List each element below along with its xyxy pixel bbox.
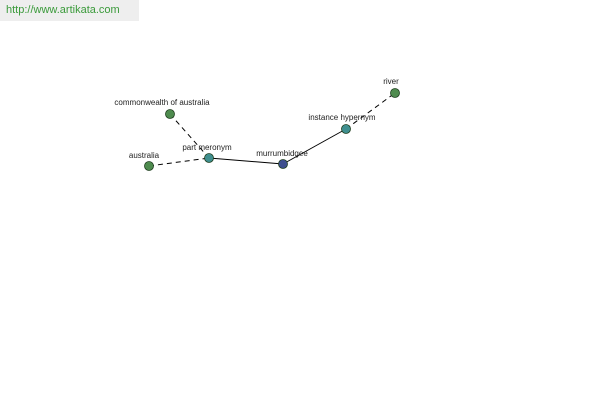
node-instance-hypernym[interactable] xyxy=(341,124,351,134)
node-part-meronym[interactable] xyxy=(204,153,214,163)
node-label-instance-hypernym[interactable]: instance hypernym xyxy=(308,113,375,122)
edges-layer xyxy=(148,92,396,167)
source-url[interactable]: http://www.artikata.com xyxy=(0,0,139,21)
nodes-layer xyxy=(144,88,400,171)
labels-layer: commonwealth of australia australia part m… xyxy=(114,77,399,160)
edge-instance-hypernym-river xyxy=(345,92,396,130)
node-murrumbidgee[interactable] xyxy=(278,159,288,169)
node-commonwealth[interactable] xyxy=(165,109,175,119)
edge-australia-part-meronym xyxy=(148,157,210,167)
edge-murrumbidgee-instance-hypernym xyxy=(282,128,347,165)
edge-commonwealth-part-meronym xyxy=(169,113,210,159)
node-label-australia[interactable]: australia xyxy=(129,151,160,160)
node-label-murrumbidgee[interactable]: murrumbidgee xyxy=(256,149,308,158)
node-label-river[interactable]: river xyxy=(383,77,399,86)
node-australia[interactable] xyxy=(144,161,154,171)
node-label-commonwealth[interactable]: commonwealth of australia xyxy=(114,98,210,107)
node-river[interactable] xyxy=(390,88,400,98)
node-label-part-meronym[interactable]: part meronym xyxy=(182,143,232,152)
edge-part-meronym-murrumbidgee xyxy=(208,157,284,165)
